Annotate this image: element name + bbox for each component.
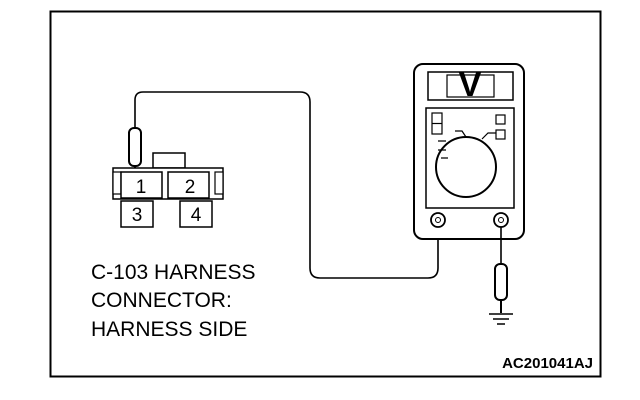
meter-button-upper (495, 114, 506, 125)
connector-pin-4-label: 4 (191, 205, 202, 226)
meter-selector-dial (435, 136, 497, 198)
meter-unit-symbol: V (459, 66, 482, 104)
connector-caption-line-1: C-103 HARNESS (91, 261, 256, 284)
meter-button-lower (495, 129, 506, 140)
connector-pin-1-label: 1 (136, 177, 147, 198)
connector-pin-1-cell (120, 171, 163, 199)
voltmeter: V (413, 63, 525, 240)
figure-code: AC201041AJ (502, 355, 593, 372)
meter-range-marks (438, 130, 496, 159)
probe-negative (494, 263, 508, 313)
connector-pin-3-label: 3 (132, 205, 143, 226)
connector-pin-3-cell (120, 200, 154, 228)
connector-pin-4-cell (179, 200, 213, 228)
connector-caption-line-2: CONNECTOR: (91, 289, 232, 312)
connector-pin-2-cell (167, 171, 210, 199)
probe-wire-positive (134, 91, 439, 279)
diagram-frame (49, 10, 602, 378)
connector-caption-line-3: HARNESS SIDE (91, 318, 247, 341)
harness-connector: 1 2 3 4 (112, 152, 224, 228)
connector-pin-2-label: 2 (185, 177, 196, 198)
ground-symbol-icon (489, 313, 513, 325)
